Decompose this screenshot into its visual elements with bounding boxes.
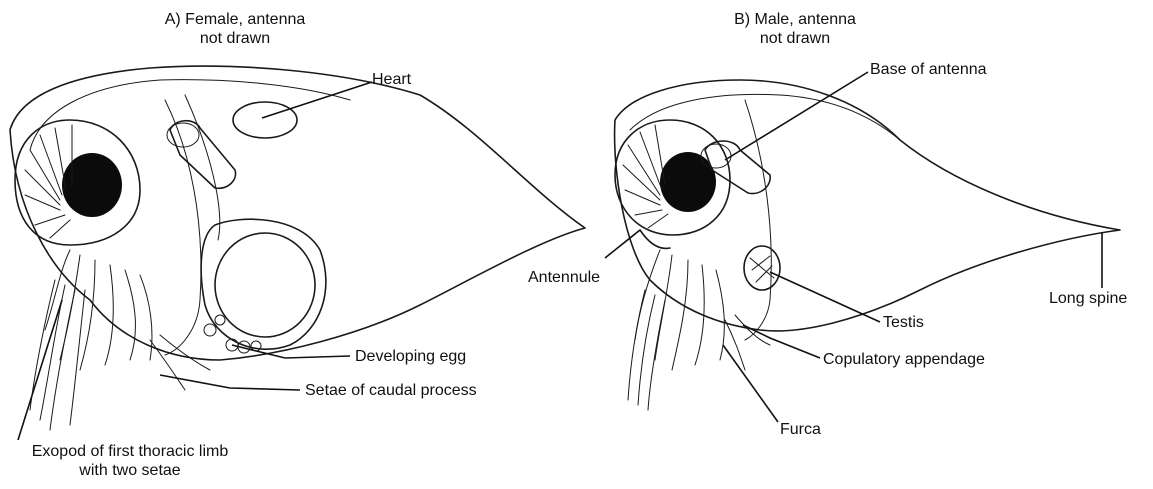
label-developing-egg: Developing egg <box>355 347 466 366</box>
leader-lines <box>18 72 1102 440</box>
label-base-of-antenna: Base of antenna <box>870 60 987 79</box>
label-furca: Furca <box>780 420 821 439</box>
label-exopod: Exopod of first thoracic limb with two s… <box>5 442 255 480</box>
label-setae-caudal-process: Setae of caudal process <box>305 381 477 400</box>
panel-a-title: A) Female, antenna not drawn <box>160 10 310 48</box>
label-exopod-line1: Exopod of first thoracic limb <box>5 442 255 461</box>
panel-b-title: B) Male, antenna not drawn <box>720 10 870 48</box>
panel-a-title-line2: not drawn <box>160 29 310 48</box>
panel-a-title-line1: A) Female, antenna <box>160 10 310 29</box>
label-long-spine: Long spine <box>1049 289 1127 308</box>
panel-b-title-line1: B) Male, antenna <box>720 10 870 29</box>
female-specimen-drawing <box>10 66 585 430</box>
label-testis: Testis <box>883 313 924 332</box>
label-exopod-line2: with two setae <box>5 461 255 480</box>
panel-b-title-line2: not drawn <box>720 29 870 48</box>
label-heart: Heart <box>372 70 411 89</box>
label-antennule: Antennule <box>528 268 600 287</box>
label-copulatory-appendage: Copulatory appendage <box>823 350 985 369</box>
